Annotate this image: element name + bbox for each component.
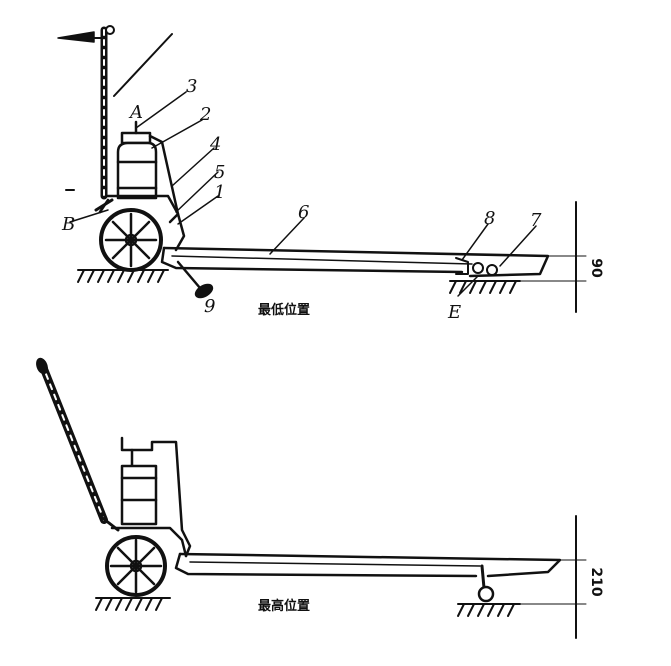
load-roller (477, 564, 495, 603)
part-label-a: A (128, 102, 143, 123)
part-label-1: 1 (214, 182, 225, 203)
steer-wheel (99, 208, 163, 272)
dimension-lowest (519, 201, 587, 313)
leader-lines (69, 91, 537, 297)
part-label-7: 7 (530, 210, 542, 231)
part-label-6: 6 (298, 202, 309, 223)
part-label-2: 2 (199, 104, 211, 125)
pump-frame (110, 436, 192, 558)
pump-body (94, 120, 186, 252)
bottom-caption: 最高位置 (258, 598, 310, 614)
part-label-8: 8 (484, 208, 495, 229)
ground-hatch-left (77, 269, 169, 283)
dimension-210-label: 210 (588, 567, 604, 596)
part-label-9: 9 (204, 296, 215, 317)
dimension-90-label: 90 (588, 258, 604, 278)
handle-inclined (36, 357, 120, 532)
ground-hatch-right (449, 280, 521, 294)
steer-wheel-2 (105, 535, 167, 597)
part-label-4: 4 (209, 134, 221, 155)
fork-2 (174, 552, 562, 578)
dimension-highest (519, 515, 587, 639)
part-label-b: B (61, 214, 75, 235)
part-label-e: E (447, 302, 461, 323)
bottom-figure: 最高位置 210 (36, 357, 604, 639)
top-figure: 3 A 2 4 5 1 B 6 8 7 9 E 最低位置 90 (57, 25, 604, 323)
handle (57, 25, 173, 200)
foot-pedal (176, 260, 214, 299)
ground-hatch-right-2 (457, 603, 521, 617)
top-caption: 最低位置 (258, 302, 310, 318)
part-label-5: 5 (214, 162, 225, 183)
ground-hatch-left-2 (95, 597, 171, 611)
part-label-3: 3 (186, 76, 197, 97)
fork (160, 246, 550, 278)
